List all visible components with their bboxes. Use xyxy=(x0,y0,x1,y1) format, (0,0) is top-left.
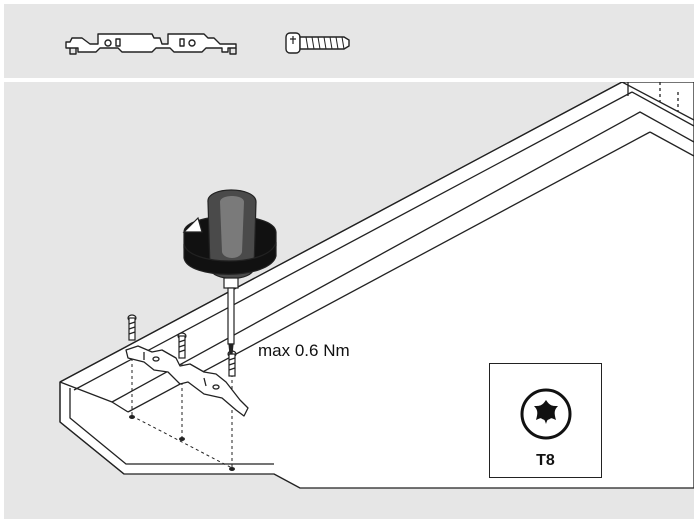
mounting-bracket-icon xyxy=(65,33,237,55)
bit-size-label: T8 xyxy=(536,452,555,469)
screwdriver xyxy=(182,189,277,355)
mounting-holes xyxy=(129,415,235,471)
torx-star-icon xyxy=(520,388,572,440)
parts-svg xyxy=(65,32,350,55)
scene-screw-2 xyxy=(177,332,187,359)
scene-bracket xyxy=(125,345,249,417)
torx-screw-icon xyxy=(285,32,350,54)
torque-label: max 0.6 Nm xyxy=(258,341,350,360)
scene-screw-3 xyxy=(227,350,237,377)
torx-bit-callout: T8 xyxy=(489,363,602,478)
scene-screw-1 xyxy=(127,314,137,341)
scene-screws xyxy=(127,314,237,377)
parts-band xyxy=(4,4,694,78)
